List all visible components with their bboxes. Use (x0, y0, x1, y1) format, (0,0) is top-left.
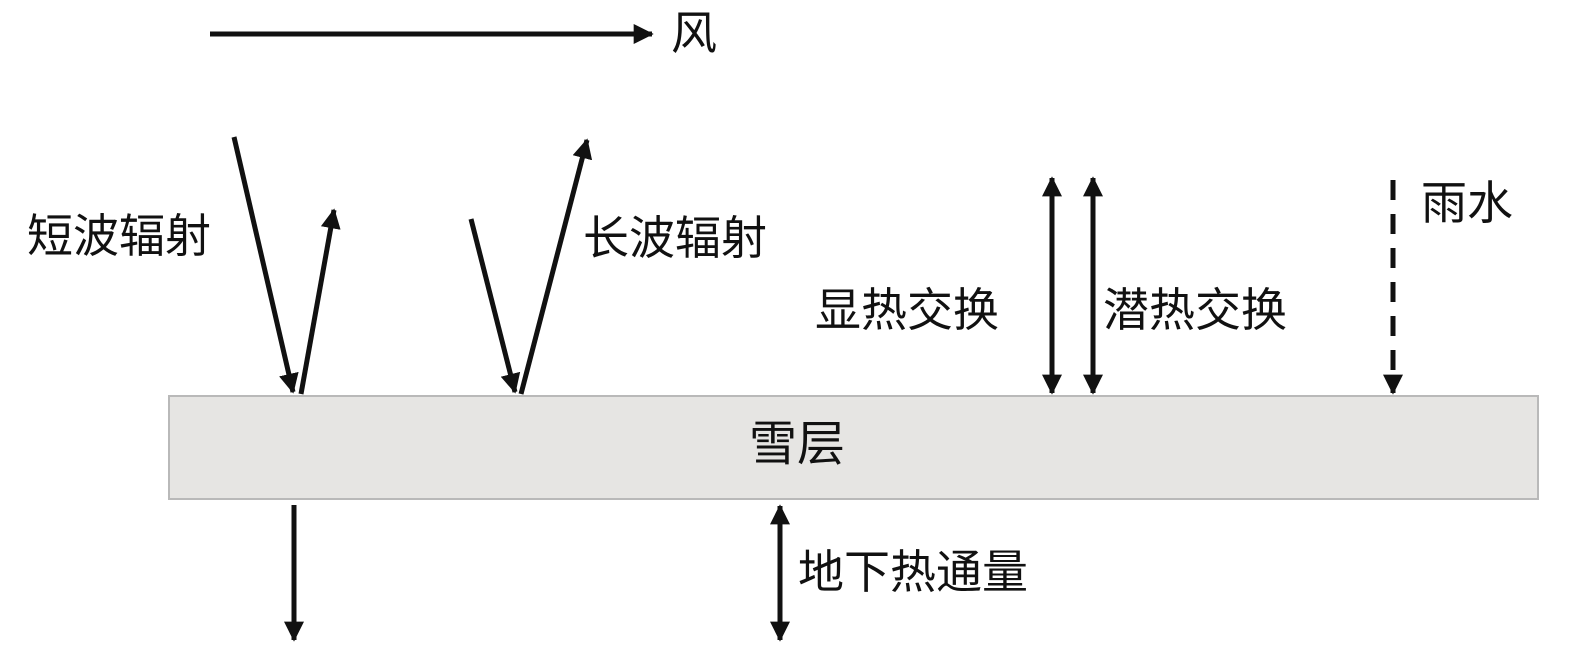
longwave-incoming-arrow (468, 218, 521, 394)
shortwave-incoming-arrow (231, 136, 299, 394)
sensible-heat-label: 显热交换 (815, 283, 999, 337)
snow-layer (168, 395, 1539, 500)
ground-heat-flux-label: 地下热通量 (798, 545, 1028, 599)
longwave-label: 长波辐射 (583, 211, 767, 265)
shortwave-label: 短波辐射 (27, 209, 211, 263)
shortwave-reflected-arrow (298, 208, 341, 395)
wind-label: 风 (671, 6, 717, 60)
snow-layer-label: 雪层 (749, 416, 846, 472)
rain-label: 雨水 (1421, 176, 1513, 230)
latent-heat-label: 潜热交换 (1103, 283, 1287, 337)
longwave-outgoing-arrow (518, 138, 593, 395)
